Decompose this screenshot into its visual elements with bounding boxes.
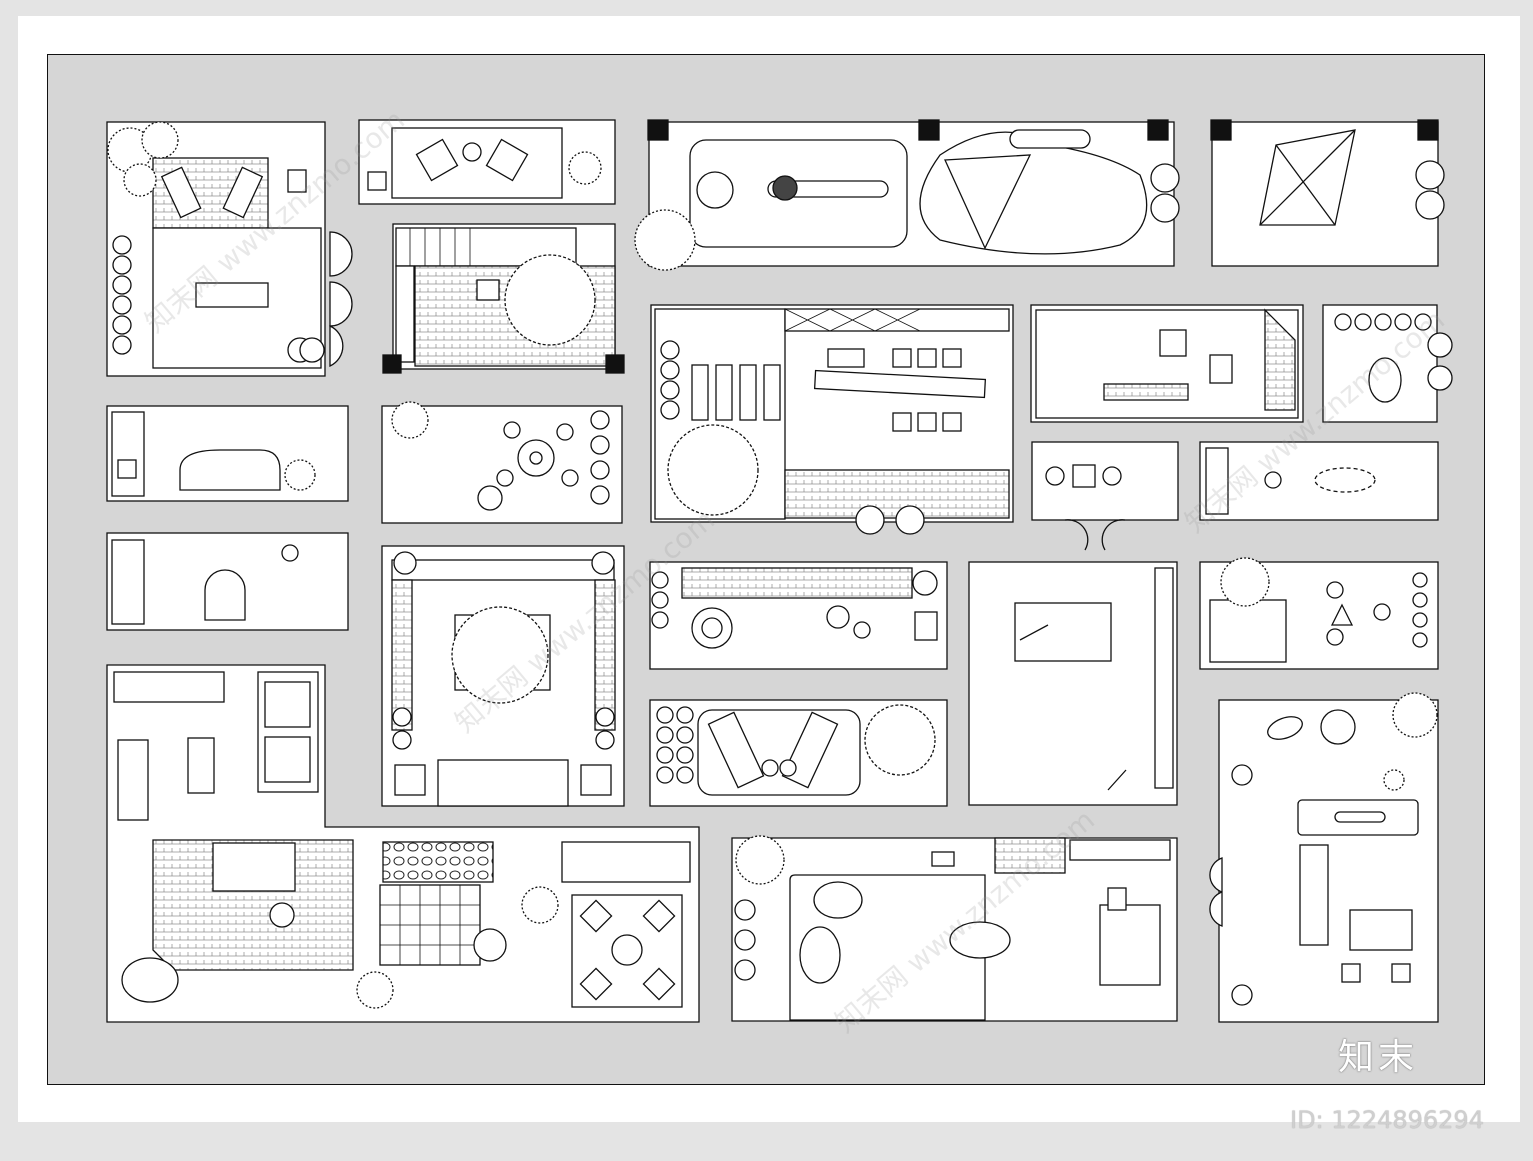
plan-courtyard-large xyxy=(650,304,1014,535)
plan-sun-terrace xyxy=(649,699,948,807)
plan-game-balcony xyxy=(1031,441,1179,551)
plan-terrace-2 xyxy=(1030,304,1304,423)
watermark-logo: 知末 xyxy=(1338,1037,1419,1078)
plan-kids-terrace xyxy=(1199,557,1439,670)
plan-balcony-1 xyxy=(358,119,616,205)
plan-bathroom-1 xyxy=(106,405,349,502)
plan-lounge-terrace xyxy=(731,835,1178,1022)
plan-garden-large xyxy=(106,664,700,1023)
plan-courtyard-square xyxy=(381,545,625,807)
plan-stair-garden xyxy=(382,223,625,374)
plan-terrace-1 xyxy=(106,121,353,377)
plan-terrace-3 xyxy=(649,561,948,670)
plan-entry-terrace xyxy=(1199,441,1439,521)
plan-dining-garden xyxy=(381,401,623,524)
plan-bathroom-2 xyxy=(106,532,349,631)
plan-balcony-2 xyxy=(1322,304,1453,423)
plan-tent-terrace xyxy=(1210,119,1445,267)
image-id-label: ID: 1224896294 xyxy=(1290,1106,1484,1134)
plan-studio-room xyxy=(968,561,1178,806)
plan-bar-terrace xyxy=(1209,692,1439,1023)
plan-play-garden xyxy=(634,119,1180,271)
